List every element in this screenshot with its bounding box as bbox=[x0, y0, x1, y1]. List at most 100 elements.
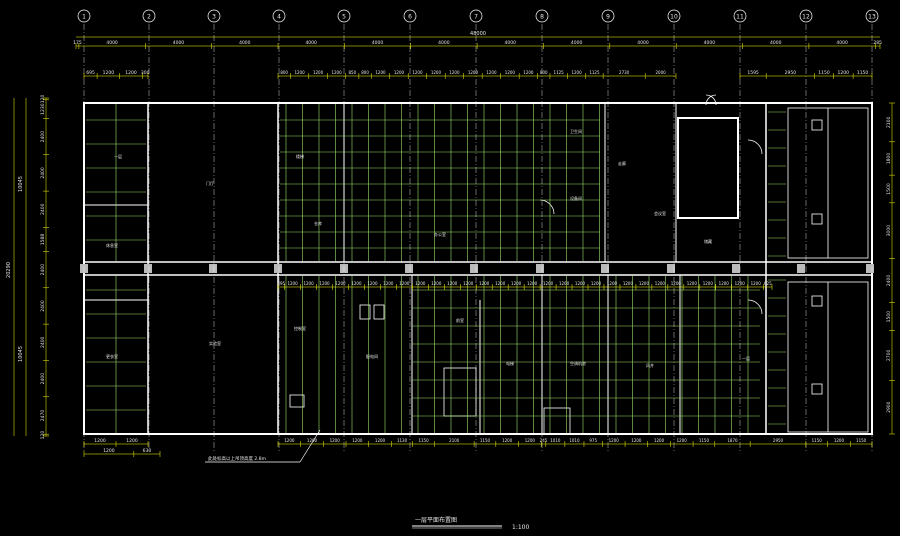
dim-value: 1150 bbox=[812, 438, 823, 443]
ceiling-note: 此处标高以上吊顶高度 2.8m bbox=[208, 455, 266, 462]
axis-label: 3 bbox=[212, 14, 216, 21]
dim-value: 1200 bbox=[677, 438, 688, 443]
dim-value: 2730 bbox=[619, 70, 630, 75]
dimensions-left: 1201230240024002400158824002400240024002… bbox=[13, 94, 49, 439]
dim-value: 175 bbox=[73, 40, 82, 46]
dim-value: 1200 bbox=[351, 281, 362, 286]
dim-value: 1200 bbox=[375, 438, 386, 443]
room-label: 空调机房 bbox=[570, 360, 586, 366]
axis-label: 6 bbox=[408, 14, 412, 21]
dim-value: 120 bbox=[40, 94, 46, 103]
dim-value: 1200 bbox=[655, 281, 666, 286]
dim-value: 1200 bbox=[639, 281, 650, 286]
dim-value: 4000 bbox=[372, 40, 384, 46]
dim-value: 630 bbox=[143, 448, 152, 454]
room-label: 风井 bbox=[646, 362, 654, 368]
axis-label: 11 bbox=[736, 14, 744, 21]
dim-value: 1150 bbox=[856, 438, 867, 443]
room-label: 办公室 bbox=[434, 231, 446, 237]
dim-value: 1800 bbox=[886, 153, 892, 165]
axis-label: 5 bbox=[342, 14, 346, 21]
axis-bubble bbox=[733, 9, 747, 23]
dim-value: 1200 bbox=[431, 70, 442, 75]
dim-value: 1200 bbox=[703, 281, 714, 286]
dim-value: 495 bbox=[277, 281, 285, 286]
dim-value: 1200 bbox=[511, 281, 522, 286]
room-label: 一层 bbox=[114, 153, 122, 159]
dim-value: 1200 bbox=[751, 281, 762, 286]
half-height-top: 10045 bbox=[18, 176, 24, 192]
dim-value: 1200 bbox=[449, 70, 460, 75]
dim-value: 2400 bbox=[40, 336, 46, 348]
dim-value: 1150 bbox=[818, 70, 830, 76]
axis-label: 9 bbox=[606, 14, 610, 21]
drawing-scale: 1:100 bbox=[512, 524, 529, 531]
overall-width: 48000 bbox=[470, 31, 486, 37]
dim-value: 800 bbox=[540, 70, 548, 75]
room-label: 卫生间 bbox=[570, 128, 582, 134]
dim-value: 1200 bbox=[294, 70, 305, 75]
dim-value: 1200 bbox=[527, 281, 538, 286]
dim-value: 1200 bbox=[319, 281, 330, 286]
dim-value: 2400 bbox=[40, 203, 46, 215]
dim-value: 800 bbox=[361, 70, 369, 75]
dim-value: 1200 bbox=[352, 438, 363, 443]
axis-bubble bbox=[469, 9, 483, 23]
dim-value: 1595 bbox=[747, 70, 759, 76]
axis-bubble bbox=[667, 9, 681, 23]
dim-value: 1200 bbox=[447, 281, 458, 286]
axis-bubble bbox=[865, 9, 879, 23]
dim-value: 2100 bbox=[449, 438, 460, 443]
axis-bubble bbox=[799, 9, 813, 23]
dim-value: 1200 bbox=[609, 438, 620, 443]
dim-value: 285 bbox=[873, 40, 882, 46]
dim-value: 1200 bbox=[94, 438, 106, 444]
dim-value: 1200 bbox=[495, 281, 506, 286]
dim-value: 1200 bbox=[103, 70, 115, 76]
dim-value: 1200 bbox=[103, 448, 115, 454]
room-labels: 一层门厅楼梯仓库办公室卫生间设备间走廊会议室储藏休息室更衣室实验室控制室配电间前… bbox=[106, 128, 750, 368]
dim-value: 1010 bbox=[550, 438, 561, 443]
dim-value: 1200 bbox=[125, 70, 137, 76]
dim-value: 2700 bbox=[886, 350, 892, 362]
building-walls bbox=[80, 102, 874, 435]
dim-value: 2470 bbox=[40, 410, 46, 422]
dim-value: 1200 bbox=[431, 281, 442, 286]
dim-value: 1200 bbox=[399, 281, 410, 286]
room-label: 控制室 bbox=[294, 325, 306, 331]
dim-value: 2400 bbox=[40, 264, 46, 276]
dim-value: 2400 bbox=[40, 167, 46, 179]
dim-value: 1200 bbox=[486, 70, 497, 75]
dim-value: 1200 bbox=[126, 438, 138, 444]
dim-value: 4000 bbox=[836, 40, 848, 46]
axis-label: 7 bbox=[474, 14, 478, 21]
dim-value: 2400 bbox=[40, 300, 46, 312]
dim-value: 2950 bbox=[773, 438, 784, 443]
dim-value: 975 bbox=[589, 438, 597, 443]
dim-value: 245 bbox=[540, 438, 548, 443]
axis-label: 1 bbox=[82, 14, 86, 21]
dim-value: 4000 bbox=[438, 40, 450, 46]
room-label: 前室 bbox=[456, 317, 464, 323]
dim-value: 1010 bbox=[569, 438, 580, 443]
room-label: 门厅 bbox=[206, 180, 214, 186]
dim-value: 4000 bbox=[239, 40, 251, 46]
dim-value: 1200 bbox=[307, 438, 318, 443]
dim-value: 695 bbox=[86, 70, 95, 76]
dim-value: 3000 bbox=[886, 225, 892, 237]
dim-value: 1200 bbox=[735, 281, 746, 286]
dim-value: 1588 bbox=[40, 234, 46, 246]
dim-value: 2100 bbox=[886, 117, 892, 129]
axis-bubble bbox=[207, 9, 221, 23]
room-label: 走廊 bbox=[618, 160, 626, 166]
dim-value: 1150 bbox=[699, 438, 710, 443]
dim-value: 850 bbox=[349, 70, 357, 75]
room-label: 楼梯 bbox=[296, 153, 304, 159]
room-label: 设备间 bbox=[570, 195, 582, 201]
dim-value: 4000 bbox=[704, 40, 716, 46]
dim-value: 1200 bbox=[591, 281, 602, 286]
dim-value: 4000 bbox=[173, 40, 185, 46]
dim-value: 1200 bbox=[303, 281, 314, 286]
dim-value: 1200 bbox=[623, 281, 634, 286]
dim-value: 4000 bbox=[770, 40, 782, 46]
